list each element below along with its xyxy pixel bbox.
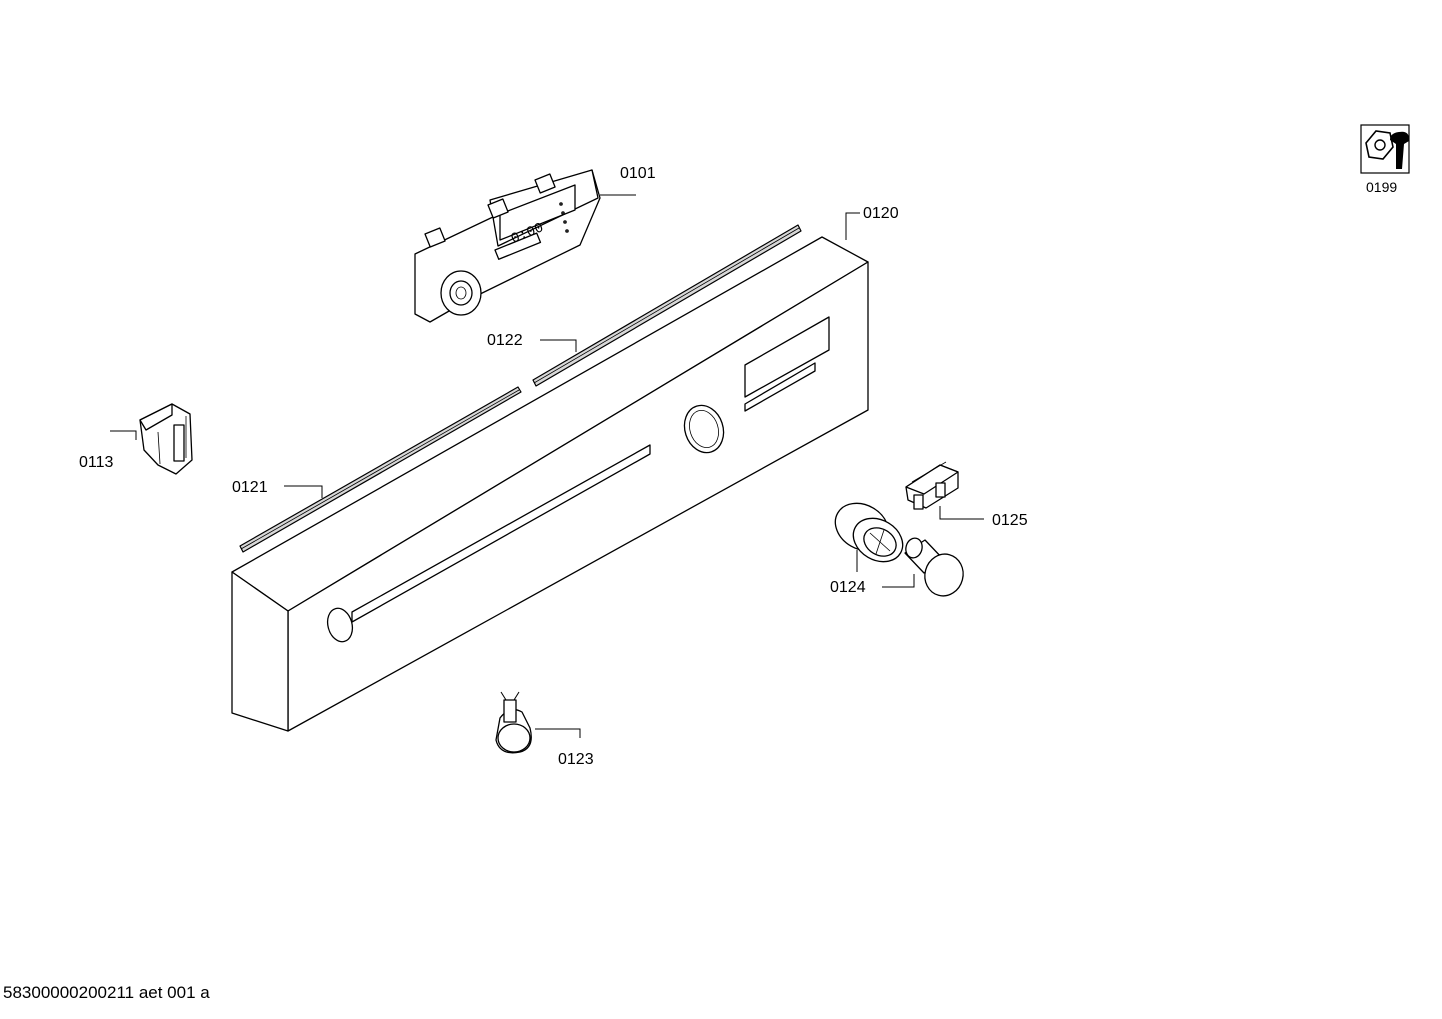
seal-strip-lower[interactable] [239, 386, 522, 553]
label-0123: 0123 [558, 751, 594, 768]
control-panel-fascia[interactable] [231, 236, 869, 732]
label-0124: 0124 [830, 579, 866, 596]
bracket-clip[interactable] [139, 403, 193, 475]
push-button[interactable] [904, 536, 968, 600]
label-0122: 0122 [487, 332, 523, 349]
seal-strip-upper[interactable] [532, 224, 802, 387]
label-0125: 0125 [992, 512, 1028, 529]
label-0199: 0199 [1366, 179, 1397, 195]
connector[interactable] [905, 461, 959, 510]
nut-wrench-icon[interactable] [1360, 124, 1410, 174]
drawing-number: 58300000200211 aet 001 a [3, 983, 210, 1002]
label-0113: 0113 [79, 454, 114, 471]
label-0120: 0120 [863, 205, 899, 222]
label-0101: 0101 [620, 165, 656, 182]
knob-assembly[interactable] [827, 494, 911, 570]
electronic-module[interactable]: 0:00 [414, 169, 601, 323]
label-0121: 0121 [232, 479, 268, 496]
leader-lines [110, 194, 984, 738]
small-button[interactable] [495, 691, 532, 754]
